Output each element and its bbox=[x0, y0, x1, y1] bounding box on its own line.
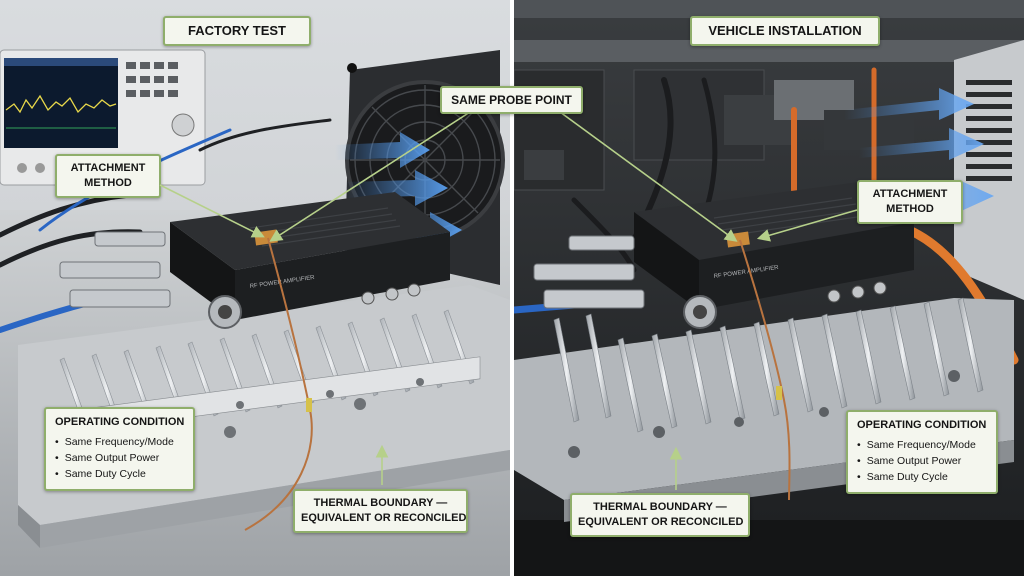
factory-test-panel: RF POWER AMPLIFIER FACTORY TEST ATTACHME… bbox=[0, 0, 510, 576]
airflow-arrows bbox=[844, 88, 994, 212]
operating-condition-callout: OPERATING CONDITION Same Frequency/Mode … bbox=[846, 410, 998, 495]
condition-item: Same Frequency/Mode bbox=[857, 438, 987, 452]
thermocouple-connector bbox=[306, 398, 312, 412]
condition-item: Same Frequency/Mode bbox=[55, 435, 184, 449]
condition-item: Same Output Power bbox=[55, 451, 184, 465]
attachment-method-callout: ATTACHMENT METHOD bbox=[55, 154, 161, 198]
vehicle-installation-panel: RF POWER AMPLIFIER VEHICLE INSTALLATION … bbox=[514, 0, 1024, 576]
oscilloscope bbox=[0, 49, 206, 186]
thermocouple-wire bbox=[739, 239, 791, 501]
attachment-method-callout: ATTACHMENT METHOD bbox=[857, 180, 963, 224]
panel-divider bbox=[510, 0, 514, 576]
vehicle-installation-title: VEHICLE INSTALLATION bbox=[690, 16, 880, 46]
factory-test-title: FACTORY TEST bbox=[163, 16, 311, 46]
vent-grille bbox=[954, 40, 1024, 300]
operating-condition-callout: OPERATING CONDITION Same Frequency/Mode … bbox=[44, 407, 195, 492]
condition-item: Same Output Power bbox=[857, 454, 987, 468]
thermal-boundary-callout: THERMAL BOUNDARY — EQUIVALENT OR RECONCI… bbox=[570, 493, 750, 537]
condition-item: Same Duty Cycle bbox=[857, 470, 987, 484]
condition-item: Same Duty Cycle bbox=[55, 467, 184, 481]
same-probe-point-callout: SAME PROBE POINT bbox=[440, 86, 583, 114]
thermal-boundary-callout: THERMAL BOUNDARY — EQUIVALENT OR RECONCI… bbox=[293, 489, 468, 533]
rf-connectors bbox=[59, 231, 171, 308]
thermocouple-connector bbox=[776, 386, 782, 400]
